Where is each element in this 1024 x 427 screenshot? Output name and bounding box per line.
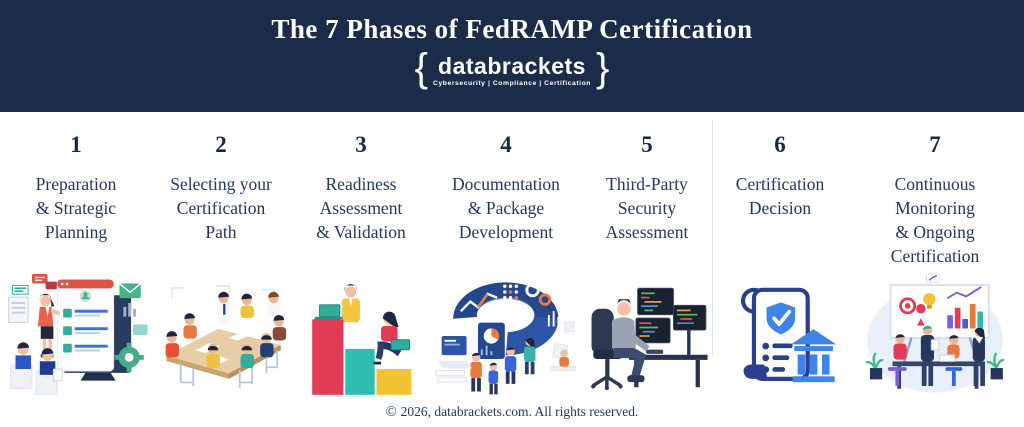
header-banner: The 7 Phases of FedRAMP Certification { …: [0, 0, 1024, 112]
illustration-presentation: [0, 268, 152, 404]
illustration-readiness: [290, 268, 432, 404]
phase-title: Third-Party Security Assessment: [605, 174, 689, 242]
phase-title: Continuous Monitoring & Ongoing Certific…: [890, 174, 980, 266]
conference-table-meeting-icon: [165, 285, 287, 388]
illustration-assessment: [580, 268, 714, 404]
illustration-documentation: [432, 268, 580, 404]
phase-column-1: 1 Preparation & Strategic Planning: [0, 112, 152, 406]
circular-dashboard-team-icon: [435, 282, 577, 395]
logo-tagline: Cybersecurity | Compliance | Certificati…: [433, 79, 591, 87]
phase-number: 4: [500, 132, 512, 157]
copyright-text: 2026, databrackets.com. All rights reser…: [400, 404, 639, 419]
phase-number: 3: [355, 132, 367, 157]
certificate-scroll-shield-bank-icon: [740, 287, 837, 383]
people-laptops-on-bar-chart-icon: [310, 284, 418, 398]
phase-column-4: 4 Documentation & Package Development: [432, 112, 580, 406]
team-whiteboard-analytics-icon: [865, 273, 1005, 393]
phase-number: 7: [929, 132, 941, 157]
logo-right-brace-icon: }: [595, 46, 610, 90]
phase-column-2: 2 Selecting your Certification Path: [152, 112, 290, 406]
phase-column-5: 5 Third-Party Security Assessment: [580, 112, 714, 406]
phase-column-3: 3 Readiness Assessment & Validation: [290, 112, 432, 406]
phases-row: 1 Preparation & Strategic Planning: [0, 112, 1024, 406]
phase-number: 6: [774, 132, 786, 157]
page-title: The 7 Phases of FedRAMP Certification: [271, 14, 753, 44]
analyst-multi-monitor-code-icon: [591, 287, 708, 391]
phase-title: Preparation & Strategic Planning: [35, 174, 117, 242]
phase-number: 2: [215, 132, 227, 157]
footer-copyright: ©2026, databrackets.com. All rights rese…: [0, 404, 1024, 421]
presentation-screen-audience-icon: [8, 273, 148, 395]
phase-column-6: 6 Certification Decision: [714, 112, 846, 406]
illustration-meeting: [152, 268, 290, 404]
column-divider: [712, 120, 713, 355]
phase-number: 1: [70, 132, 82, 157]
copyright-icon: ©: [385, 404, 397, 420]
logo-left-brace-icon: {: [414, 46, 429, 90]
illustration-decision: [714, 268, 846, 404]
phase-title: Documentation & Package Development: [452, 174, 560, 242]
illustration-monitoring: [846, 268, 1024, 404]
databrackets-logo: { databrackets Cybersecurity | Complianc…: [414, 46, 610, 90]
phase-number: 5: [641, 132, 653, 157]
phase-title: Readiness Assessment & Validation: [316, 174, 406, 242]
logo-brand-text: databrackets: [438, 52, 586, 79]
phase-column-7: 7 Continuous Monitoring & Ongoing Certif…: [846, 112, 1024, 406]
phase-title: Certification Decision: [735, 174, 825, 218]
phase-title: Selecting your Certification Path: [170, 174, 272, 242]
